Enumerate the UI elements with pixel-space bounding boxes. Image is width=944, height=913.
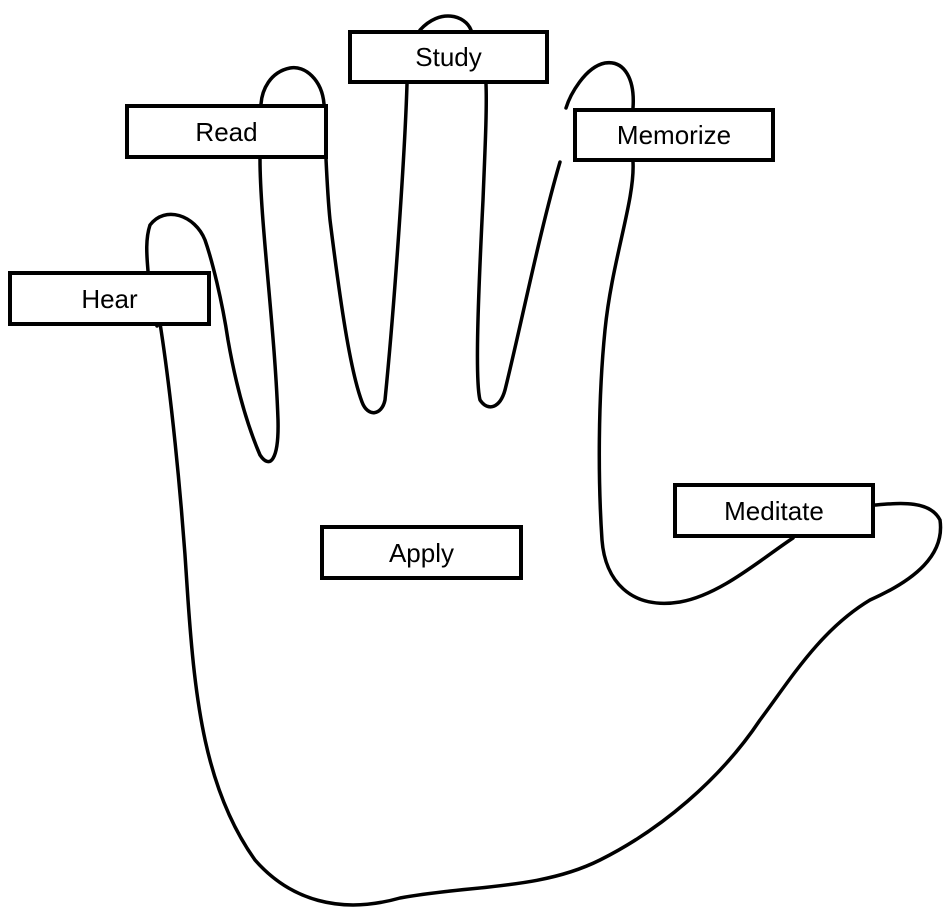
label-read: Read [125, 104, 328, 159]
label-memorize: Memorize [573, 108, 775, 162]
label-meditate: Meditate [673, 483, 875, 538]
label-apply: Apply [320, 525, 523, 580]
label-apply-text: Apply [388, 537, 455, 568]
label-hear-text: Hear [81, 283, 138, 314]
label-read-text: Read [195, 116, 258, 147]
label-memorize-text: Memorize [616, 120, 732, 150]
label-study-text: Study [415, 42, 482, 72]
label-hear: Hear [8, 271, 211, 326]
label-meditate-text: Meditate [724, 495, 824, 526]
label-study: Study [348, 30, 549, 84]
